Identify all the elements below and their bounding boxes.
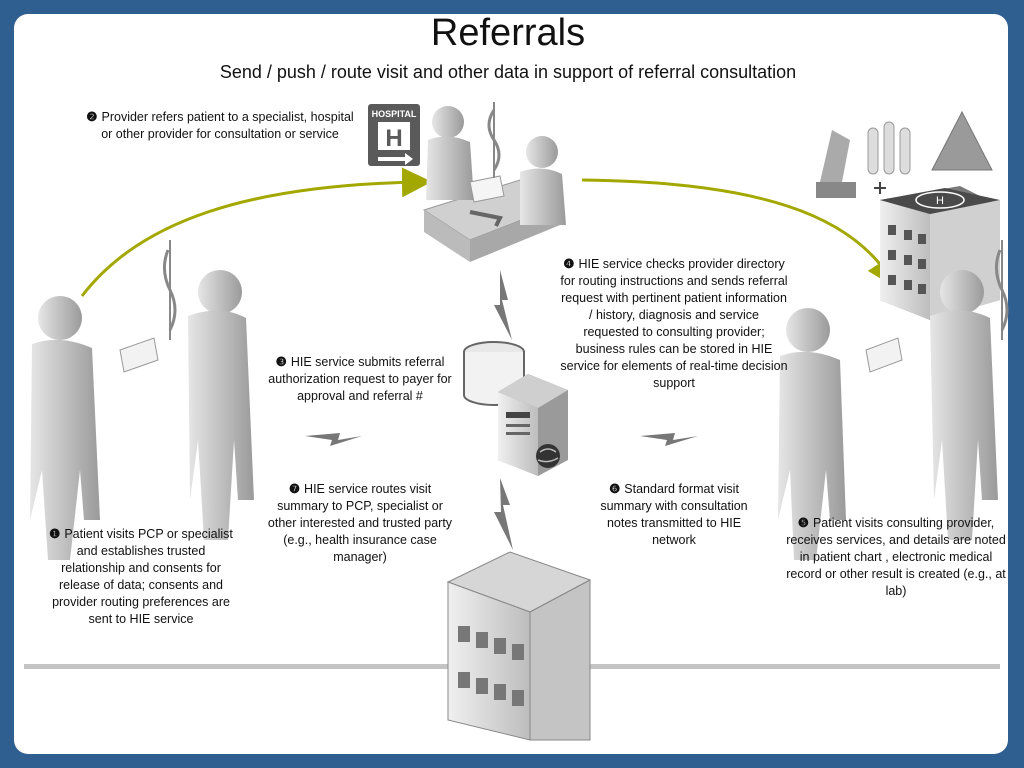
- hospital-sign-label: HOSPITAL: [372, 109, 417, 119]
- hospital-building-icon: H: [874, 182, 1000, 320]
- lightning-icon: [640, 433, 698, 446]
- page-title: Referrals: [430, 12, 586, 54]
- step-1-number: ❶: [49, 527, 61, 541]
- lightning-icon: [305, 433, 362, 446]
- step-3-number: ❸: [275, 355, 287, 369]
- hospital-sign-letter: H: [385, 125, 402, 152]
- step-2-number: ❷: [86, 110, 98, 124]
- heliport-letter: H: [936, 195, 944, 207]
- step-5-number: ❺: [797, 516, 809, 530]
- arrow-pcp-to-referral: [80, 167, 432, 297]
- step-7-number: ❼: [288, 482, 301, 496]
- step-5-text: Patient visits consulting provider, rece…: [786, 516, 1006, 598]
- lightning-icon: [494, 478, 513, 550]
- step-1-text: Patient visits PCP or specialist and est…: [52, 527, 233, 626]
- hie-server-icon: [463, 341, 568, 476]
- lightning-icons: [305, 270, 698, 550]
- consulting-provider-figures: [778, 240, 1009, 560]
- step-4-text: HIE service checks provider directory fo…: [560, 257, 788, 390]
- office-building-icon: [446, 551, 592, 741]
- step-3-text: HIE service submits referral authorizati…: [268, 355, 452, 403]
- page-subtitle: Send / push / route visit and other data…: [219, 62, 797, 82]
- referral-meeting-icon: [422, 102, 566, 262]
- step-4-number: ❹: [563, 257, 575, 271]
- step-6-text: Standard format visit summary with consu…: [600, 482, 748, 547]
- arrow-referral-to-hospital: [581, 178, 897, 289]
- step-2-text: Provider refers patient to a specialist,…: [101, 110, 354, 141]
- lab-equipment-icon: [816, 110, 993, 198]
- step-7-text: HIE service routes visit summary to PCP,…: [267, 482, 453, 564]
- patient-and-pcp-figures: [30, 240, 254, 560]
- lightning-icon: [494, 270, 512, 340]
- hospital-sign-icon: HOSPITAL H: [368, 104, 420, 166]
- step-6-number: ❻: [609, 482, 621, 496]
